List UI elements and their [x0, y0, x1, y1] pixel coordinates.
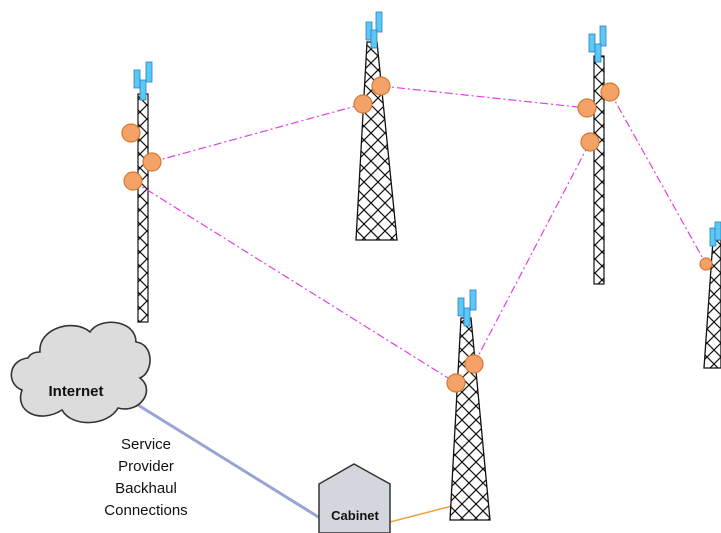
antenna-icon: [588, 25, 607, 63]
internet-cloud: Internet: [10, 321, 151, 424]
microwave-dish-icon: [577, 98, 597, 118]
microwave-dish-icon: [699, 257, 713, 271]
cell-tower-4: [703, 221, 721, 369]
microwave-dish-icon: [446, 373, 466, 393]
wireless-link: [151, 103, 364, 163]
microwave-dish-icon: [353, 94, 373, 114]
microwave-dish-icon: [123, 171, 143, 191]
microwave-dish-icon: [371, 76, 391, 96]
microwave-dish-icon: [142, 152, 162, 172]
cell-tower-1: [133, 61, 153, 323]
internet-label: Internet: [48, 383, 103, 400]
caption-line: Connections: [104, 502, 187, 519]
microwave-dish-icon: [121, 123, 141, 143]
caption-line: Provider: [118, 458, 174, 475]
wireless-link: [609, 91, 707, 265]
antenna-icon: [457, 289, 477, 327]
microwave-dish-icon: [580, 132, 600, 152]
antenna-icon: [133, 61, 153, 101]
wireless-links: [132, 85, 707, 384]
microwave-dish-icon: [464, 354, 484, 374]
cabinet-label: Cabinet: [331, 508, 379, 523]
caption-line: Service: [121, 436, 171, 453]
cell-tower-2: [355, 11, 398, 241]
wireless-link: [132, 180, 457, 384]
backhaul-caption: Service Provider Backhaul Connections: [104, 436, 187, 519]
cabinet: Cabinet: [318, 463, 391, 533]
backhaul-connection-line: [137, 403, 321, 520]
cell-tower-3: [588, 25, 607, 285]
wireless-link: [380, 85, 588, 109]
antenna-icon: [709, 221, 721, 247]
cell-tower-5: [449, 289, 491, 521]
caption-line: Backhaul: [115, 480, 177, 497]
wireless-link: [473, 141, 591, 365]
fiber-connection-line: [389, 505, 453, 523]
microwave-dish-icon: [600, 82, 620, 102]
dish-nodes: [121, 76, 713, 393]
antenna-icon: [365, 11, 383, 49]
